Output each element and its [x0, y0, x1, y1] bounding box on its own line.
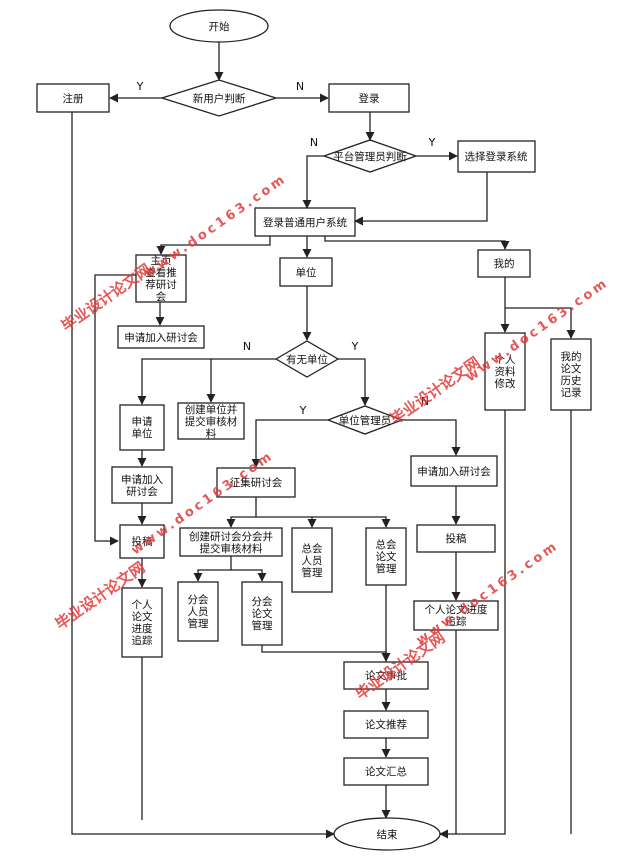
- edge-mine-history: [505, 307, 576, 339]
- edge-label-n-hasunit: N: [243, 340, 251, 353]
- node-new-user-label: 新用户判断: [193, 92, 246, 105]
- edge-normal-mine: [324, 236, 510, 250]
- edge-collect-branch: [226, 497, 257, 528]
- node-recommend-label: 论文推荐: [365, 718, 407, 731]
- node-submit-left-label: 投稿: [132, 535, 153, 548]
- node-normal-login-label: 登录普通用户系统: [263, 216, 347, 229]
- node-branch-papers-label: 分会论文管理: [252, 595, 273, 632]
- node-create-unit: 创建单位并提交审核材料: [177, 402, 245, 440]
- edge-label-y-hasunit: Y: [351, 340, 359, 353]
- node-review: 论文审批: [343, 661, 429, 690]
- edge-label-y-admin: Y: [428, 136, 436, 149]
- edge-collect-gm: [256, 516, 317, 528]
- node-profile: 个人资料修改: [484, 332, 526, 411]
- node-home-label: 主页查看推荐研讨会: [145, 255, 177, 303]
- node-register-label: 注册: [63, 92, 84, 105]
- edges: [71, 42, 576, 839]
- node-branch-papers: 分会论文管理: [241, 581, 283, 646]
- edge-unitadmin-applyright: [402, 419, 461, 456]
- edge-label-n-unitadmin: N: [421, 395, 429, 408]
- node-has-unit-label: 有无单位: [286, 353, 328, 366]
- edge-hasunit-unitadmin: [338, 358, 370, 406]
- node-choose-system: 选择登录系统: [457, 140, 536, 173]
- edge-label-n-login: N: [296, 80, 304, 93]
- node-apply-seminar-left-label: 申请加入研讨会: [121, 473, 163, 498]
- node-unit: 单位: [279, 257, 333, 287]
- edge-collect-gp: [312, 516, 391, 528]
- node-login-label: 登录: [359, 92, 380, 105]
- edge-unitadmin-collect: [251, 419, 328, 468]
- node-apply-unit-label: 申请单位: [132, 415, 153, 440]
- node-general-papers-label: 总会论文管理: [376, 538, 397, 575]
- node-review-label: 论文审批: [365, 669, 407, 682]
- node-create-unit-label: 创建单位并提交审核材料: [185, 403, 238, 440]
- node-general-members-label: 总会人员管理: [302, 542, 323, 579]
- node-admin-check: 平台管理员判断: [322, 139, 418, 173]
- node-end-label: 结束: [377, 828, 398, 841]
- edge-label-y-register: Y: [136, 80, 144, 93]
- edge-apply-submit: [94, 274, 136, 546]
- node-branch-members: 分会人员管理: [177, 581, 219, 642]
- edge-branch-bm: [193, 556, 232, 582]
- node-start: 开始: [169, 9, 269, 43]
- node-unit-label: 单位: [296, 266, 317, 279]
- node-recommend: 论文推荐: [343, 710, 429, 739]
- node-create-branch-label: 创建研讨会分会并提交审核材料: [189, 530, 273, 555]
- node-register: 注册: [36, 83, 110, 113]
- node-normal-login: 登录普通用户系统: [254, 207, 356, 237]
- node-end: 结束: [333, 817, 441, 851]
- node-apply-seminar-right-label: 申请加入研讨会: [417, 465, 491, 478]
- node-profile-label: 个人资料修改: [495, 354, 516, 390]
- edge-label-n-admin: N: [310, 136, 318, 149]
- node-history-label: 我的论文历史记录: [561, 350, 582, 399]
- watermark-name-2: 毕业设计论文网: [387, 353, 483, 428]
- node-apply-unit: 申请单位: [119, 404, 165, 451]
- node-login: 登录: [328, 83, 410, 113]
- edge-branch-bp: [231, 569, 267, 582]
- node-track-left-label: 个人论文进度追踪: [132, 599, 153, 647]
- node-home: 主页查看推荐研讨会: [135, 254, 187, 303]
- node-track-right-label: 个人论文进度追踪: [425, 603, 488, 628]
- node-track-right: 个人论文进度追踪: [413, 600, 499, 631]
- node-unit-admin: 单位管理员: [326, 405, 404, 435]
- node-general-members: 总会人员管理: [291, 527, 333, 593]
- node-submit-right-label: 投稿: [446, 532, 467, 545]
- node-submit-left: 投稿: [119, 524, 165, 559]
- node-start-label: 开始: [209, 20, 230, 33]
- node-submit-right: 投稿: [416, 524, 496, 553]
- node-collect-seminar-label: 征集研讨会: [230, 476, 283, 489]
- edge-admincheck-normal: [302, 155, 324, 209]
- node-track-left: 个人论文进度追踪: [121, 587, 163, 658]
- node-general-papers: 总会论文管理: [365, 527, 407, 586]
- edge-choose-normal: [354, 172, 488, 226]
- edge-labels: Y N N Y N Y Y N: [136, 80, 436, 417]
- edge-hasunit-left: [137, 358, 276, 405]
- edge-profile-end: [439, 410, 506, 839]
- node-create-branch: 创建研讨会分会并提交审核材料: [179, 527, 283, 557]
- node-mine: 我的: [477, 249, 531, 278]
- node-apply-seminar-right: 申请加入研讨会: [410, 455, 498, 487]
- node-history: 我的论文历史记录: [550, 338, 592, 411]
- edge-bp-review: [261, 645, 391, 662]
- edge-label-y-unitadmin: Y: [299, 404, 307, 417]
- node-choose-system-label: 选择登录系统: [465, 150, 528, 163]
- edge-normal-home: [156, 236, 271, 255]
- edge-register-end: [71, 112, 335, 839]
- node-has-unit: 有无单位: [274, 340, 340, 378]
- node-branch-members-label: 分会人员管理: [188, 593, 209, 630]
- node-new-user: 新用户判断: [159, 79, 279, 117]
- node-unit-admin-label: 单位管理员: [339, 414, 392, 427]
- node-collect-seminar: 征集研讨会: [216, 467, 296, 498]
- node-summary-label: 论文汇总: [365, 765, 407, 778]
- node-apply-seminar-left: 申请加入研讨会: [111, 466, 173, 504]
- node-admin-check-label: 平台管理员判断: [333, 150, 407, 163]
- node-apply-seminar-top: 申请加入研讨会: [117, 325, 205, 349]
- node-summary: 论文汇总: [343, 757, 429, 786]
- node-mine-label: 我的: [494, 257, 515, 270]
- node-apply-seminar-top-label: 申请加入研讨会: [124, 331, 198, 344]
